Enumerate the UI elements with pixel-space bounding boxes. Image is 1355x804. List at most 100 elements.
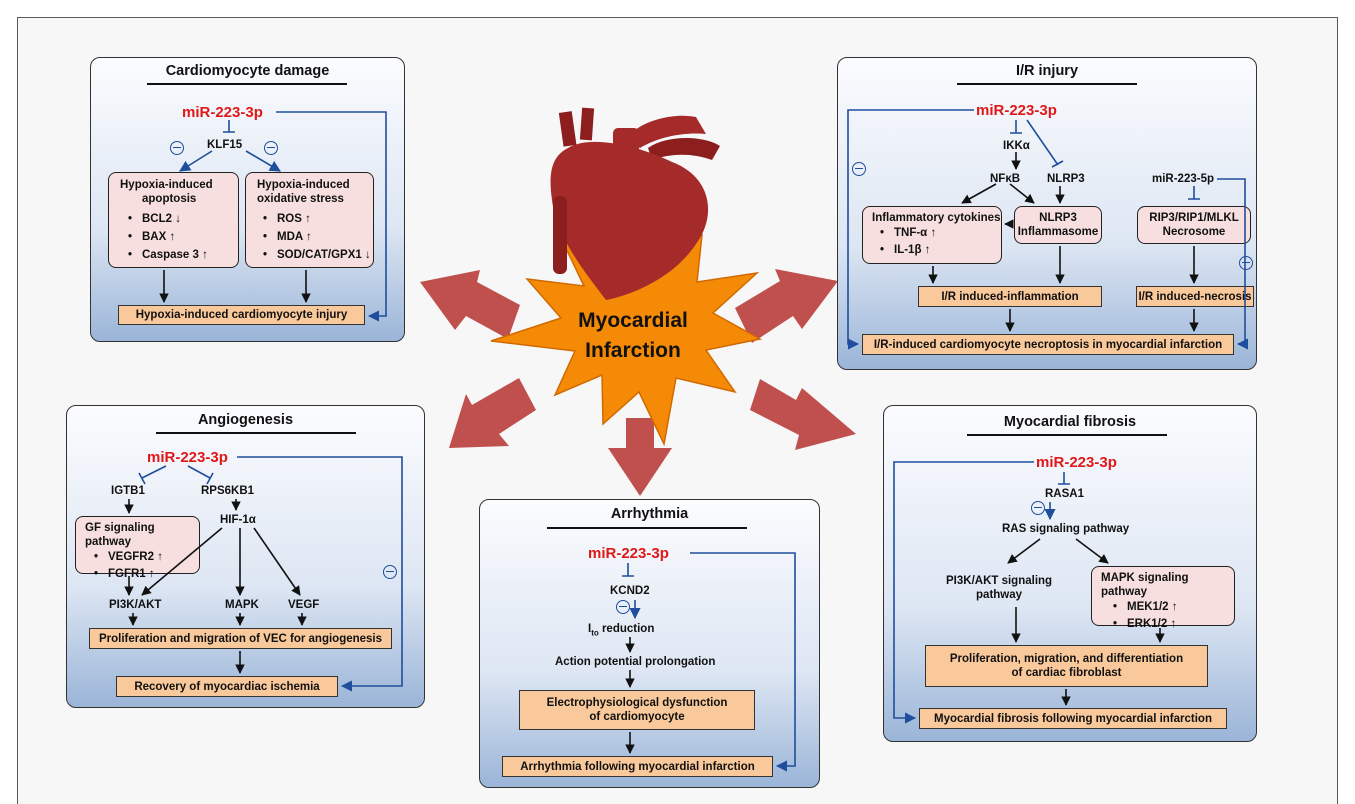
center-title-line2: Infarction xyxy=(585,339,681,362)
node-hif: HIF-1α xyxy=(220,514,256,526)
node-nlrp3: NLRP3 xyxy=(1047,173,1085,185)
box-inflammatory-cytokines: Inflammatory cytokines TNF-α ↑ IL-1β ↑ xyxy=(862,206,1002,264)
inhibit-icon xyxy=(383,565,397,579)
list-item: BAX ↑ xyxy=(128,228,238,246)
list-item: ROS ↑ xyxy=(263,210,373,228)
box-hypoxia-oxidative: Hypoxia-induced oxidative stress ROS ↑ M… xyxy=(245,172,374,268)
list-item: FGFR1 ↑ xyxy=(94,566,199,583)
box-line: of cardiomyocyte xyxy=(589,711,685,723)
box-necrosome: RIP3/RIP1/MLKL Necrosome xyxy=(1137,206,1251,244)
inhibit-icon xyxy=(170,141,184,155)
box-title: apoptosis xyxy=(142,193,197,205)
box-mapk-signaling: MAPK signaling pathway MEK1/2 ↑ ERK1/2 ↑ xyxy=(1091,566,1235,633)
list-item: VEGFR2 ↑ xyxy=(94,549,199,566)
outcome-angio: Recovery of myocardiac ischemia xyxy=(116,676,338,697)
node-igtb1: IGTB1 xyxy=(111,485,145,497)
node-mir5p: miR-223-5p xyxy=(1152,173,1214,185)
inhibit-icon xyxy=(852,162,866,176)
box-ir-necrosis: I/R induced-necrosis xyxy=(1136,286,1254,307)
list-item: MDA ↑ xyxy=(263,228,373,246)
node-line: PI3K/AKT signaling xyxy=(946,575,1053,587)
panel-title-ir: I/R injury xyxy=(1015,63,1079,79)
mirna-label-fibrosis: miR-223-3p xyxy=(1036,454,1117,471)
node-ito-reduction: Ito reduction xyxy=(588,622,654,640)
target-klf15: KLF15 xyxy=(207,139,243,151)
box-title: oxidative stress xyxy=(257,193,344,205)
panel-title-angio: Angiogenesis xyxy=(197,412,294,428)
big-arrow-cardio xyxy=(420,270,520,339)
title-underline xyxy=(156,432,356,434)
list-item: Caspase 3 ↑ xyxy=(128,246,238,264)
list-item: SOD/CAT/GPX1 ↓ xyxy=(263,246,373,264)
title-underline xyxy=(547,527,747,529)
box-title: Hypoxia-induced xyxy=(257,179,350,191)
node-kcnd2: KCND2 xyxy=(610,585,650,597)
inhibit-icon xyxy=(1031,501,1045,515)
node-mapk: MAPK xyxy=(225,599,259,611)
box-title: NLRP3 xyxy=(1039,212,1077,224)
node-line: pathway xyxy=(976,589,1023,601)
ito-subscript: to xyxy=(591,628,599,638)
list-item: IL-1β ↑ xyxy=(880,242,1001,259)
node-ras-pathway: RAS signaling pathway xyxy=(1002,523,1130,535)
node-pi3k-pathway: PI3K/AKT signaling pathway xyxy=(946,574,1052,602)
panel-title-cardio: Cardiomyocyte damage xyxy=(165,63,330,79)
node-pi3k: PI3K/AKT xyxy=(109,599,162,611)
mirna-label-ir: miR-223-3p xyxy=(976,102,1057,119)
inhibit-icon xyxy=(1239,256,1253,270)
box-line: Electrophysiological dysfunction xyxy=(546,697,728,709)
outcome-cardio: Hypoxia-induced cardiomyocyte injury xyxy=(118,305,365,325)
big-arrow-arrhythmia xyxy=(608,418,672,496)
box-fibroblast-proliferation: Proliferation, migration, and differenti… xyxy=(925,645,1208,687)
big-arrow-ir xyxy=(735,269,838,343)
outcome-ir: I/R-induced cardiomyocyte necroptosis in… xyxy=(862,334,1234,355)
box-line: Proliferation, migration, and differenti… xyxy=(949,653,1184,665)
node-vegf: VEGF xyxy=(288,599,320,611)
outcome-fibrosis: Myocardial fibrosis following myocardial… xyxy=(919,708,1227,729)
box-electrophysiological: Electrophysiological dysfunction of card… xyxy=(519,690,755,730)
box-proliferation-vec: Proliferation and migration of VEC for a… xyxy=(89,628,392,649)
list-item: TNF-α ↑ xyxy=(880,225,1001,242)
outcome-arrhythmia: Arrhythmia following myocardial infarcti… xyxy=(502,756,773,777)
box-title: Inflammatory cytokines xyxy=(872,212,1001,224)
inhibit-icon xyxy=(616,600,630,614)
list-item: BCL2 ↓ xyxy=(128,210,238,228)
box-title: Inflammasome xyxy=(1017,226,1099,238)
center-title-line1: Myocardial xyxy=(578,309,688,332)
node-nfkb: NFκB xyxy=(990,173,1021,185)
list-item: ERK1/2 ↑ xyxy=(1113,616,1234,633)
myocardial-infarction-star xyxy=(490,212,763,447)
mirna-label-angio: miR-223-3p xyxy=(147,449,228,466)
panel-title-arrhythmia: Arrhythmia xyxy=(610,506,689,522)
mirna-label-arrhythmia: miR-223-3p xyxy=(588,545,669,562)
ito-label: I xyxy=(588,623,592,635)
node-action-potential: Action potential prolongation xyxy=(555,656,716,668)
node-ikk: IKKα xyxy=(1003,140,1030,152)
big-arrow-fibrosis xyxy=(750,379,856,450)
ito-rest: reduction xyxy=(598,623,655,635)
box-title: Hypoxia-induced xyxy=(120,179,213,191)
title-underline xyxy=(147,83,347,85)
inhibit-icon xyxy=(264,141,278,155)
box-line: of cardiac fibroblast xyxy=(1011,667,1122,679)
big-arrow-angio xyxy=(449,378,536,448)
box-gf-signaling: GF signaling pathway VEGFR2 ↑ FGFR1 ↑ xyxy=(75,516,200,583)
big-arrows xyxy=(420,269,856,496)
node-rps6kb1: RPS6KB1 xyxy=(201,485,255,497)
panel-arrhythmia xyxy=(479,499,820,788)
box-ir-inflammation: I/R induced-inflammation xyxy=(918,286,1102,307)
node-rasa1: RASA1 xyxy=(1045,488,1084,500)
title-underline xyxy=(957,83,1137,85)
box-title: GF signaling pathway xyxy=(85,522,155,548)
heart-icon xyxy=(550,107,720,300)
center-title: Myocardial Infarction xyxy=(553,306,713,366)
box-title: RIP3/RIP1/MLKL xyxy=(1149,212,1239,224)
title-underline xyxy=(967,434,1167,436)
box-title: Necrosome xyxy=(1162,226,1226,238)
box-hypoxia-apoptosis: Hypoxia-induced apoptosis BCL2 ↓ BAX ↑ C… xyxy=(108,172,239,268)
mirna-label-cardio: miR-223-3p xyxy=(182,104,263,121)
list-item: MEK1/2 ↑ xyxy=(1113,599,1234,616)
panel-title-fibrosis: Myocardial fibrosis xyxy=(1003,414,1137,430)
box-nlrp3-inflammasome: NLRP3 Inflammasome xyxy=(1014,206,1102,244)
